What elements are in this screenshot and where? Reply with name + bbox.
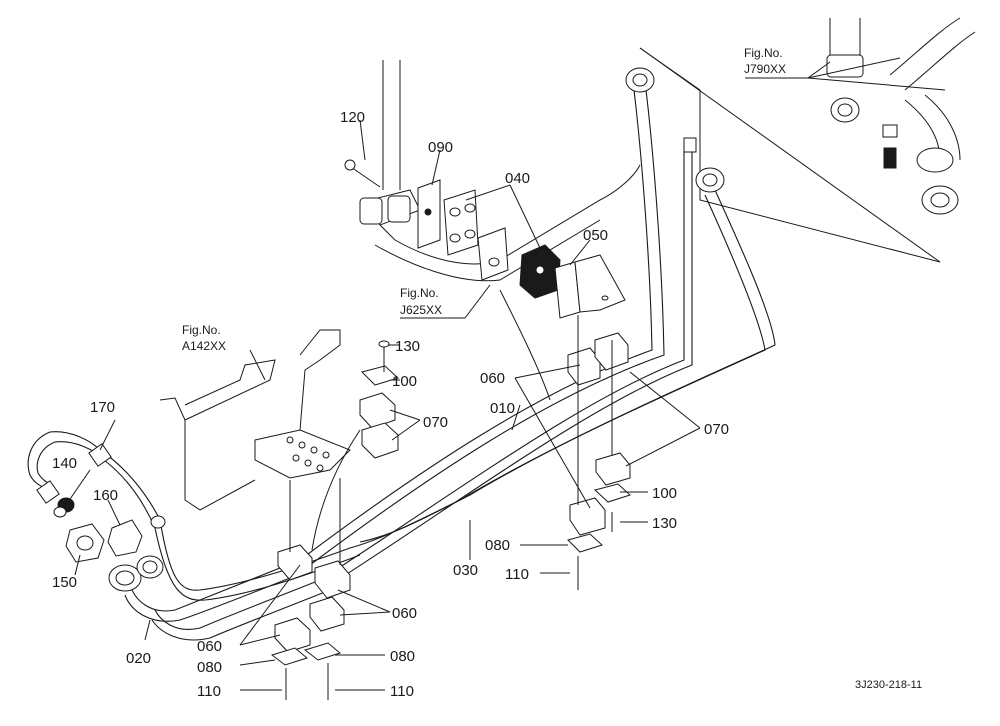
figure-references: Fig.No. J790XX Fig.No. J625XX Fig.No. A1… — [182, 46, 786, 353]
label-090: 090 — [428, 139, 453, 156]
part-labels: 120 090 040 050 130 100 070 060 010 070 … — [52, 109, 729, 700]
fig-ref-j790: J790XX — [744, 62, 786, 76]
label-050: 050 — [583, 227, 608, 244]
fittings — [36, 67, 725, 592]
label-120: 120 — [340, 109, 365, 126]
label-030: 030 — [453, 562, 478, 579]
label-060-top: 060 — [480, 370, 505, 387]
label-110-bottom-left: 110 — [197, 683, 221, 700]
leader-lines — [67, 77, 808, 691]
fig-ref-a142: A142XX — [182, 339, 226, 353]
label-100-top: 100 — [392, 373, 417, 390]
label-010: 010 — [490, 400, 515, 417]
label-150: 150 — [52, 574, 77, 591]
label-130-top: 130 — [395, 338, 420, 355]
label-160: 160 — [93, 487, 118, 504]
label-110-right: 110 — [505, 566, 529, 583]
label-110-bottom-right: 110 — [390, 683, 414, 700]
label-170: 170 — [90, 399, 115, 416]
label-100-right: 100 — [652, 485, 677, 502]
label-020: 020 — [126, 650, 151, 667]
drawing-code: 3J230-218-11 — [855, 679, 922, 691]
label-080-right: 080 — [485, 537, 510, 554]
upper-clamp-assembly — [344, 60, 641, 319]
clamp-blocks — [270, 289, 631, 700]
label-080-bottom-left: 080 — [197, 659, 222, 676]
fig-no-label-j625: Fig.No. — [400, 286, 439, 300]
bracket-a142 — [159, 329, 351, 511]
label-060-bottom-left: 060 — [197, 638, 222, 655]
label-130-right: 130 — [652, 515, 677, 532]
pipes — [27, 89, 776, 641]
fig-no-label-a142: Fig.No. — [182, 323, 221, 337]
label-070-left: 070 — [423, 414, 448, 431]
fig-ref-j625: J625XX — [400, 303, 442, 317]
fig-no-label-j790: Fig.No. — [744, 46, 783, 60]
label-040: 040 — [505, 170, 530, 187]
label-140: 140 — [52, 455, 77, 472]
label-080-bottom-right: 080 — [390, 648, 415, 665]
label-070-right: 070 — [704, 421, 729, 438]
ref-frame-j790 — [639, 17, 976, 263]
label-060-bottom-right: 060 — [392, 605, 417, 622]
